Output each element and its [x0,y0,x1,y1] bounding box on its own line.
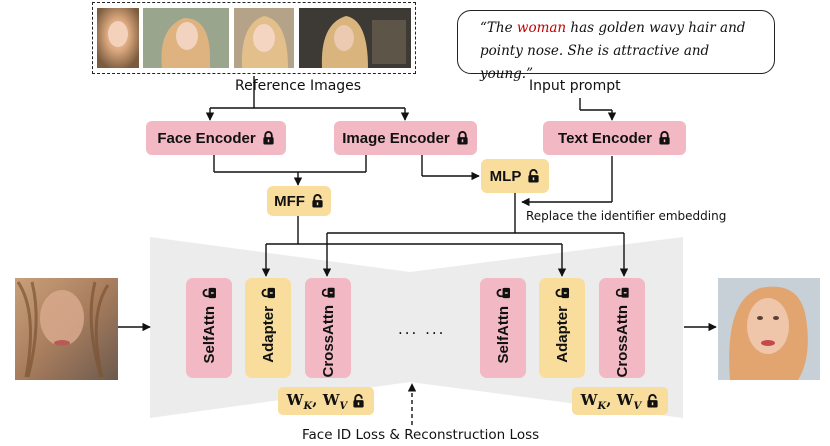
unlocked-icon [496,287,510,299]
wkv-formula: WK, WV [580,390,642,412]
unlocked-icon [647,394,658,408]
unlocked-icon [202,287,216,299]
prompt-line1-post: has golden wavy hair and [566,20,746,36]
reference-images-label: Reference Images [235,78,362,94]
output-face-image [718,278,820,380]
face-encoder-label: Face Encoder [157,129,256,147]
mlp-label: MLP [489,167,522,185]
selfattn-label: SelfAttn [494,306,512,364]
replace-identifier-note: Replace the identifier embedding [526,209,727,223]
selfattn-label: SelfAttn [200,306,218,364]
loss-label: Face ID Loss & Reconstruction Loss [302,427,540,443]
face-encoder-box: Face Encoder [146,121,286,155]
unlocked-icon [353,394,364,408]
unlocked-icon [528,169,539,183]
noisy-input-image [15,278,118,380]
mlp-box: MLP [481,159,549,193]
unlocked-icon [555,287,569,299]
locked-icon [457,131,468,145]
image-encoder-box: Image Encoder [334,121,477,155]
crossattn-label: CrossAttn [613,305,631,378]
unlocked-icon [321,287,335,298]
adapter-label: Adapter [259,306,277,363]
mff-label: MFF [274,192,305,210]
reference-images-frame [92,2,416,74]
adapter-label: Adapter [553,306,571,363]
crossattn-label: CrossAttn [319,305,337,378]
text-encoder-box: Text Encoder [543,121,686,155]
ellipsis: ... ... [398,320,446,338]
locked-icon [263,131,274,145]
prompt-line1-pre: “The [480,20,517,36]
unlocked-icon [312,194,323,208]
adapter-block-right: Adapter [539,278,585,378]
reference-thumbnails [97,8,411,68]
wkv-box-right: WK, WV [572,387,668,415]
prompt-line2: pointy nose. She is attractive and young… [480,43,710,82]
prompt-box: “The woman has golden wavy hair and poin… [457,10,775,82]
unlocked-icon [615,287,629,298]
adapter-block-left: Adapter [245,278,291,378]
text-encoder-label: Text Encoder [558,129,652,147]
unlocked-icon [261,287,275,299]
locked-icon [659,131,670,145]
selfattn-block-left: SelfAttn [186,278,232,378]
mff-box: MFF [267,186,331,216]
selfattn-block-right: SelfAttn [480,278,526,378]
wkv-formula: WK, WV [286,390,348,412]
wkv-box-left: WK, WV [278,387,374,415]
prompt-highlight-word: woman [516,20,567,36]
crossattn-block-right: CrossAttn [599,278,645,378]
crossattn-block-left: CrossAttn [305,278,351,378]
image-encoder-label: Image Encoder [342,129,450,147]
input-prompt-label: Input prompt [529,78,621,94]
